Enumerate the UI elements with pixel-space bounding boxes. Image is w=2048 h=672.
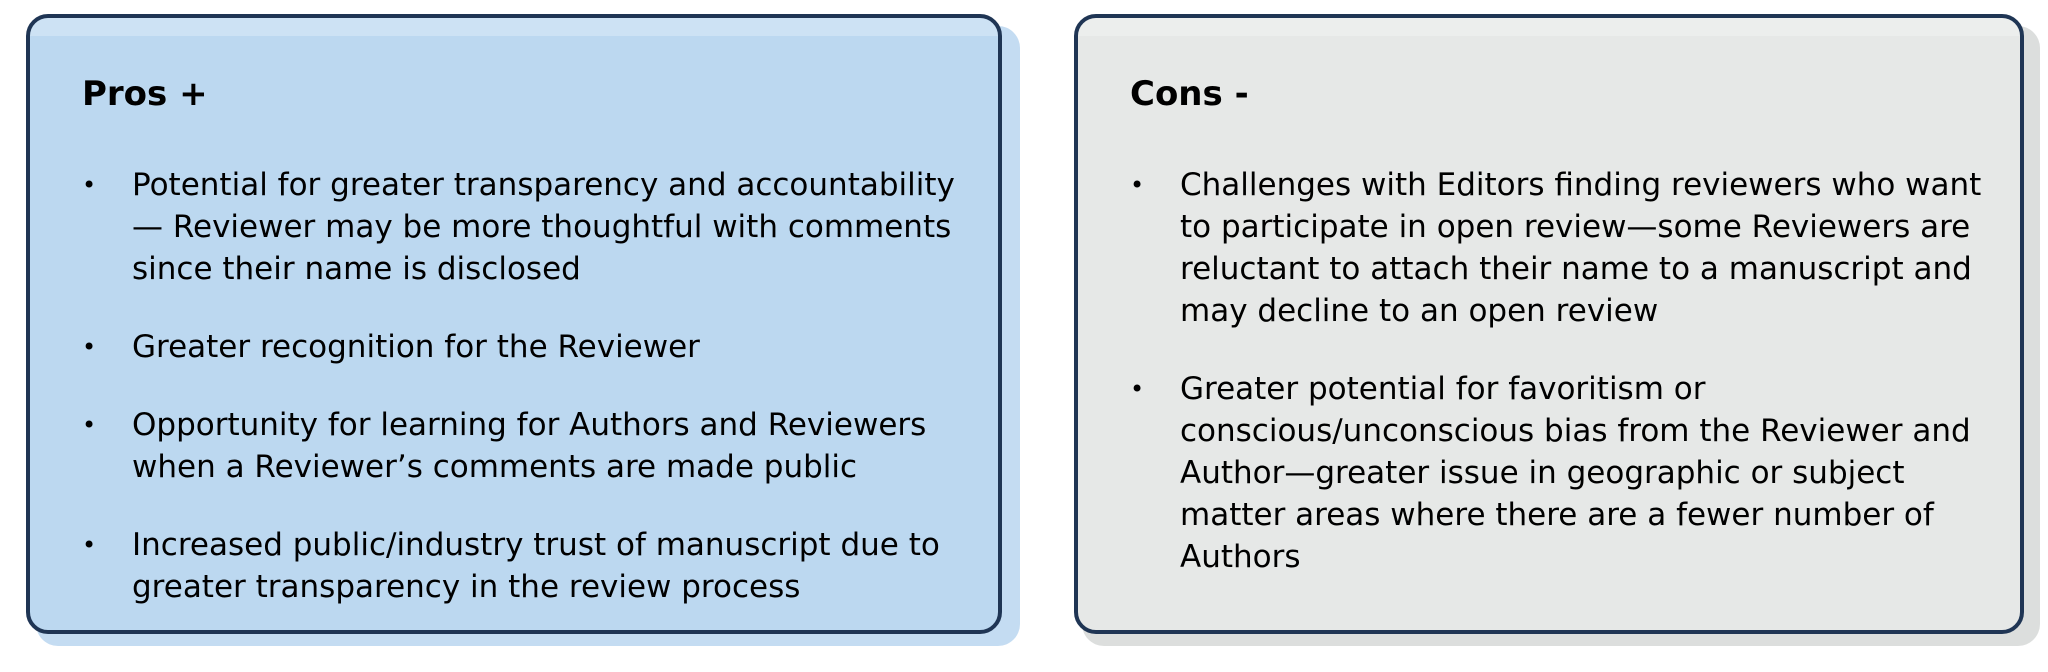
bullet-icon: • (82, 171, 97, 199)
pros-item-text: Greater recognition for the Reviewer (132, 329, 700, 365)
pros-panel: Pros + • Potential for greater transpare… (26, 14, 1002, 634)
pros-title: Pros + (82, 74, 208, 114)
pros-item-text: Potential for greater transparency and a… (132, 167, 955, 287)
cons-list: • Challenges with Editors finding review… (1130, 164, 1990, 614)
bullet-icon: • (1130, 171, 1145, 199)
cons-item-text: Greater potential for favoritism or cons… (1180, 371, 1971, 575)
bullet-icon: • (82, 411, 97, 439)
cons-item-text: Challenges with Editors finding reviewer… (1180, 167, 1982, 329)
cons-item: • Challenges with Editors finding review… (1130, 164, 1990, 332)
cons-panel: Cons - • Challenges with Editors finding… (1074, 14, 2024, 634)
pros-item: • Opportunity for learning for Authors a… (82, 404, 968, 488)
cons-item: • Greater potential for favoritism or co… (1130, 368, 1990, 578)
pros-list: • Potential for greater transparency and… (82, 164, 968, 630)
bullet-icon: • (82, 531, 97, 559)
pros-item: • Greater recognition for the Reviewer (82, 326, 968, 368)
pros-panel-highlight (30, 18, 998, 36)
pros-item-text: Opportunity for learning for Authors and… (132, 407, 927, 485)
bullet-icon: • (82, 333, 97, 361)
cons-title: Cons - (1130, 74, 1249, 114)
cons-panel-highlight (1078, 18, 2020, 36)
pros-item-text: Increased public/industry trust of manus… (132, 527, 940, 605)
pros-item: • Increased public/industry trust of man… (82, 524, 968, 608)
bullet-icon: • (1130, 375, 1145, 403)
pros-item: • Potential for greater transparency and… (82, 164, 968, 290)
